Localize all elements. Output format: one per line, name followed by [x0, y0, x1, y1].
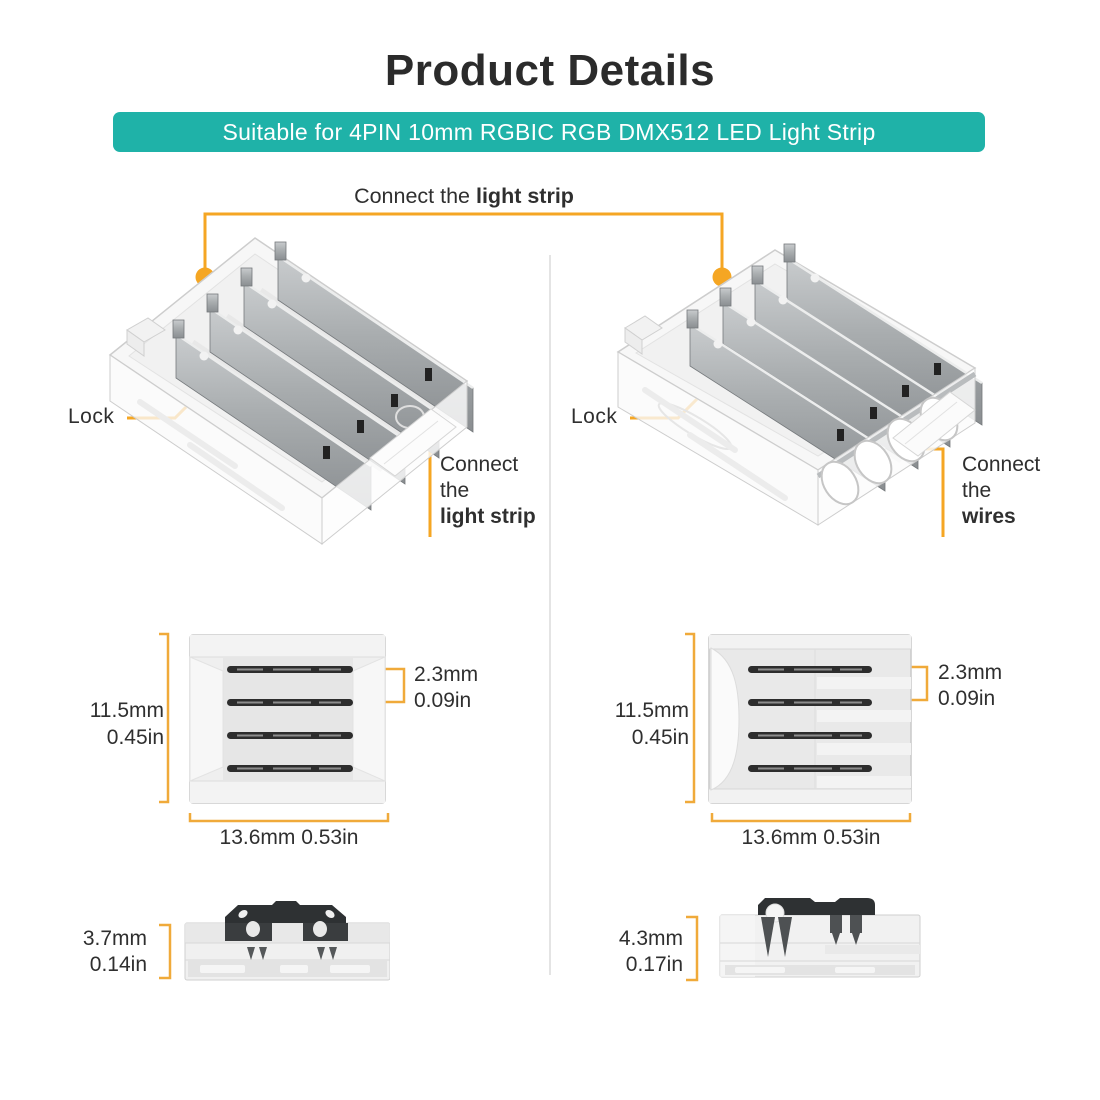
left-lock-label: Lock [68, 405, 115, 428]
right-connect-callout: Connect the wires [962, 452, 1040, 530]
top-bracket-line [203, 212, 724, 277]
right-width-dimension: 13.6mm 0.53in [741, 826, 881, 849]
right-thickness-dimension: 4.3mm 0.17in [584, 926, 683, 978]
left-connect-callout: Connect the light strip [440, 452, 536, 530]
right-connector-side-view [719, 898, 921, 978]
left-connect-line2: the [440, 479, 470, 502]
right-thickness-in: 0.17in [625, 953, 683, 976]
contact-slots [748, 666, 872, 772]
mounting-clip [225, 901, 348, 941]
right-height-bracket [685, 632, 696, 804]
left-thickness-mm: 3.7mm [82, 927, 147, 950]
subtitle-banner: Suitable for 4PIN 10mm RGBIC RGB DMX512 … [113, 112, 985, 152]
right-width-bracket [710, 813, 912, 823]
left-cover [710, 647, 740, 791]
top-callout-normal: Connect the [354, 184, 476, 208]
right-connect-line1: Connect [962, 453, 1041, 476]
left-width-dimension: 13.6mm 0.53in [219, 826, 359, 849]
left-connect-line1: Connect [440, 453, 519, 476]
left-height-in: 0.45in [106, 726, 164, 749]
right-pitch-mm: 2.3mm [938, 661, 1003, 684]
right-lock-label: Lock [571, 405, 618, 428]
connector-front-faces [617, 315, 977, 526]
left-height-mm: 11.5mm [89, 699, 164, 722]
left-thickness-dimension: 3.7mm 0.14in [48, 926, 147, 978]
right-connect-line3: wires [962, 505, 1016, 528]
left-width-bracket [188, 813, 390, 823]
clip-1 [783, 243, 983, 426]
right-step-bands [817, 677, 911, 788]
right-connector-top-view [708, 634, 912, 804]
dimension-brackets [159, 632, 929, 982]
left-height-dimension: 11.5mm 0.45in [58, 697, 164, 751]
top-callout-bold: light strip [475, 184, 574, 208]
right-thickness-mm: 4.3mm [618, 927, 683, 950]
contact-pins [247, 947, 337, 960]
clip-3 [719, 287, 919, 470]
metal-clips [172, 241, 474, 511]
clip-2 [240, 267, 440, 459]
right-connect-line2: the [962, 479, 992, 502]
left-height-bracket [159, 632, 170, 804]
right-height-mm: 11.5mm [614, 699, 689, 722]
right-height-dimension: 11.5mm 0.45in [583, 697, 689, 751]
left-connector-side-view [184, 901, 390, 981]
left-pitch-in: 0.09in [414, 689, 472, 712]
left-connector-top-view [189, 634, 386, 804]
page-title: Product Details [384, 46, 716, 95]
subtitle-banner-text: Suitable for 4PIN 10mm RGBIC RGB DMX512 … [222, 119, 876, 145]
clip-4 [686, 309, 886, 492]
right-pitch-in: 0.09in [938, 687, 996, 710]
left-pitch-dimension: 2.3mm 0.09in [414, 662, 478, 714]
right-thickness-bracket [686, 915, 699, 982]
top-callout-label: Connect the light strip [205, 184, 723, 209]
right-height-in: 0.45in [631, 726, 689, 749]
clip-2 [751, 265, 951, 448]
right-connector-3d-illustration [616, 243, 983, 526]
left-thickness-in: 0.14in [89, 953, 147, 976]
contact-slots [227, 666, 353, 772]
clip-4 [172, 319, 372, 511]
left-thickness-bracket [159, 923, 172, 980]
connector-front-faces [109, 317, 468, 546]
left-connector-3d-illustration [108, 237, 474, 546]
clip-3 [206, 293, 406, 485]
left-pitch-mm: 2.3mm [414, 663, 479, 686]
contact-pins [761, 915, 862, 957]
clip-1 [274, 241, 474, 433]
metal-clips [686, 243, 983, 492]
left-connect-line3: light strip [440, 505, 536, 528]
right-pitch-dimension: 2.3mm 0.09in [938, 660, 1002, 712]
